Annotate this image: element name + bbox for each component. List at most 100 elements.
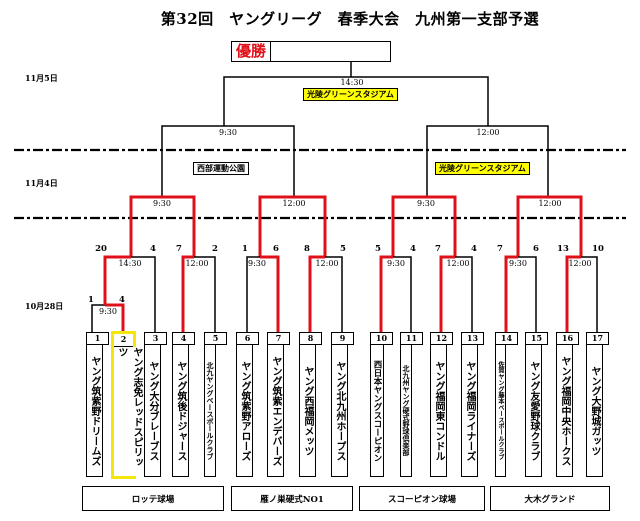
team-number: 1 <box>86 332 109 345</box>
qf2-time: 12:00 <box>282 199 306 208</box>
final-time: 14:30 <box>340 78 364 87</box>
team-number: 15 <box>525 332 548 345</box>
team-number: 13 <box>461 332 484 345</box>
team-name: 北九州ヤング硬式野球倶楽部 <box>400 345 412 477</box>
semi-right-bracket <box>426 125 549 198</box>
team-number: 12 <box>430 332 453 345</box>
r2-m7-time: 9:30 <box>509 259 527 268</box>
team-entry: 4 ヤング筑後ドジャース <box>172 332 195 477</box>
r2-m7-score-left: 7 <box>497 244 503 254</box>
team-entry: 5 北九ヤングベースボールクラブ <box>204 332 227 477</box>
r1-m1-time: 9:30 <box>99 307 117 316</box>
r2-m1-time: 14:30 <box>118 259 142 268</box>
team-entry-highlighted: 2 ヤング志免レッドスピリッツ <box>111 331 144 479</box>
team-number: 2 <box>114 334 133 347</box>
team-number: 16 <box>556 332 579 345</box>
r2-m5-time: 9:30 <box>387 259 405 268</box>
ground-label: スコーピオン球場 <box>359 486 485 511</box>
team-name: ヤング筑後ドジャース <box>172 345 189 477</box>
semi-venue-left: 西部運動公園 <box>193 162 249 175</box>
r2-m4-red <box>308 255 325 333</box>
r2-m3-red <box>260 255 280 333</box>
r2-m5-score-right: 4 <box>410 244 416 254</box>
r1-m1-score-left: 1 <box>88 295 94 305</box>
qf2-bracket <box>258 195 327 257</box>
team-name: ヤング筑紫野ドリームズ <box>86 345 103 477</box>
team-number: 17 <box>586 332 609 345</box>
team-name: ヤング西福岡メッツ <box>299 345 316 477</box>
team-entry: 7 ヤング筑紫エンデバーズ <box>267 332 290 477</box>
team-name: ヤング筑紫野アローズ <box>236 345 253 477</box>
team-name: ヤング大分ブレーブス <box>144 345 161 477</box>
team-entry: 3 ヤング大分ブレーブス <box>144 332 167 477</box>
team-number: 9 <box>331 332 354 345</box>
r2-m3-time: 9:30 <box>248 259 266 268</box>
page-title: 第32回 ヤングリーグ 春季大会 九州第一支部予選 <box>160 10 540 28</box>
qf4-time: 12:00 <box>538 199 562 208</box>
r2-m5-score-left: 5 <box>375 244 381 254</box>
team-entry: 6 ヤング筑紫野アローズ <box>236 332 259 477</box>
r2-m2-score-right: 2 <box>212 244 218 254</box>
r2-m6-score-right: 4 <box>471 244 477 254</box>
r2-m4-score-right: 5 <box>340 244 346 254</box>
team-number: 14 <box>495 332 518 345</box>
r2-m2-red <box>181 255 194 333</box>
r2-m7-red <box>504 255 518 333</box>
team-entry: 10 西日本ヤングスコーピオン <box>370 332 393 477</box>
date-first: 10月28日 <box>25 301 64 311</box>
r2-m5-red <box>379 255 393 333</box>
r2-m3-black <box>246 256 260 333</box>
r2-m6-red <box>439 255 455 333</box>
qf3-bracket <box>391 195 457 257</box>
r2-m2-time: 12:00 <box>185 259 209 268</box>
date-semi: 11月4日 <box>25 178 58 188</box>
r2-m1-score-right: 4 <box>150 244 156 254</box>
r2-m7-black <box>518 256 537 333</box>
team-name: ヤング大野城ガッツ <box>586 345 603 477</box>
ground-label: 大木グランド <box>490 486 610 511</box>
qf3-time: 9:30 <box>417 199 435 208</box>
team-number: 4 <box>172 332 195 345</box>
r2-m6-time: 12:00 <box>446 259 470 268</box>
r1-m1-score-right: 4 <box>119 295 125 305</box>
semi-left-time: 9:30 <box>219 128 237 137</box>
final-venue: 光陵グリーンスタジアム <box>303 88 398 101</box>
qf4-bracket <box>516 195 583 257</box>
r2-m1-black <box>131 256 156 333</box>
semi-venue-right: 光陵グリーンスタジアム <box>435 162 530 175</box>
team-entry: 14 佐賀ヤング藤本ベースボールクラブ <box>495 332 518 477</box>
r2-m1-red <box>103 255 131 305</box>
team-number: 8 <box>299 332 322 345</box>
team-name: ヤング福岡中央ホークス <box>556 345 573 477</box>
r2-m3-score-right: 6 <box>273 244 279 254</box>
ground-label: ロッテ球場 <box>82 486 224 511</box>
r2-m8-black <box>581 256 598 333</box>
team-number: 10 <box>370 332 393 345</box>
r2-m6-score-left: 7 <box>435 244 441 254</box>
team-entry: 11 北九州ヤング硬式野球倶楽部 <box>400 332 423 477</box>
r2-m5-black <box>393 256 412 333</box>
r2-m3-score-left: 1 <box>242 244 248 254</box>
r2-m8-time: 12:00 <box>568 259 592 268</box>
ground-label: 雁ノ巣硬式NO1 <box>231 486 353 511</box>
team-number: 5 <box>204 332 227 345</box>
r2-m6-black <box>455 256 473 333</box>
team-name: 西日本ヤングスコーピオン <box>370 345 384 477</box>
team-number: 7 <box>267 332 290 345</box>
team-entry: 1 ヤング筑紫野ドリームズ <box>86 332 109 477</box>
final-bracket <box>223 76 489 126</box>
team-number: 3 <box>144 332 167 345</box>
team-name: ヤング筑紫エンデバーズ <box>267 345 284 477</box>
team-entry: 17 ヤング大野城ガッツ <box>586 332 609 477</box>
r2-m8-score-left: 13 <box>557 244 569 254</box>
r2-m7-score-right: 6 <box>533 244 539 254</box>
r1-m1-black <box>91 304 107 333</box>
champion-box: 優勝 <box>231 41 391 62</box>
r2-m8-red <box>565 255 581 333</box>
team-entry: 13 ヤング福岡ライナーズ <box>461 332 484 477</box>
r2-m2-score-left: 7 <box>176 244 182 254</box>
team-entry: 9 ヤング北九州ホープス <box>331 332 354 477</box>
team-name: 佐賀ヤング藤本ベースボールクラブ <box>495 345 506 477</box>
team-number: 6 <box>236 332 259 345</box>
team-name: ヤング北九州ホープス <box>331 345 348 477</box>
